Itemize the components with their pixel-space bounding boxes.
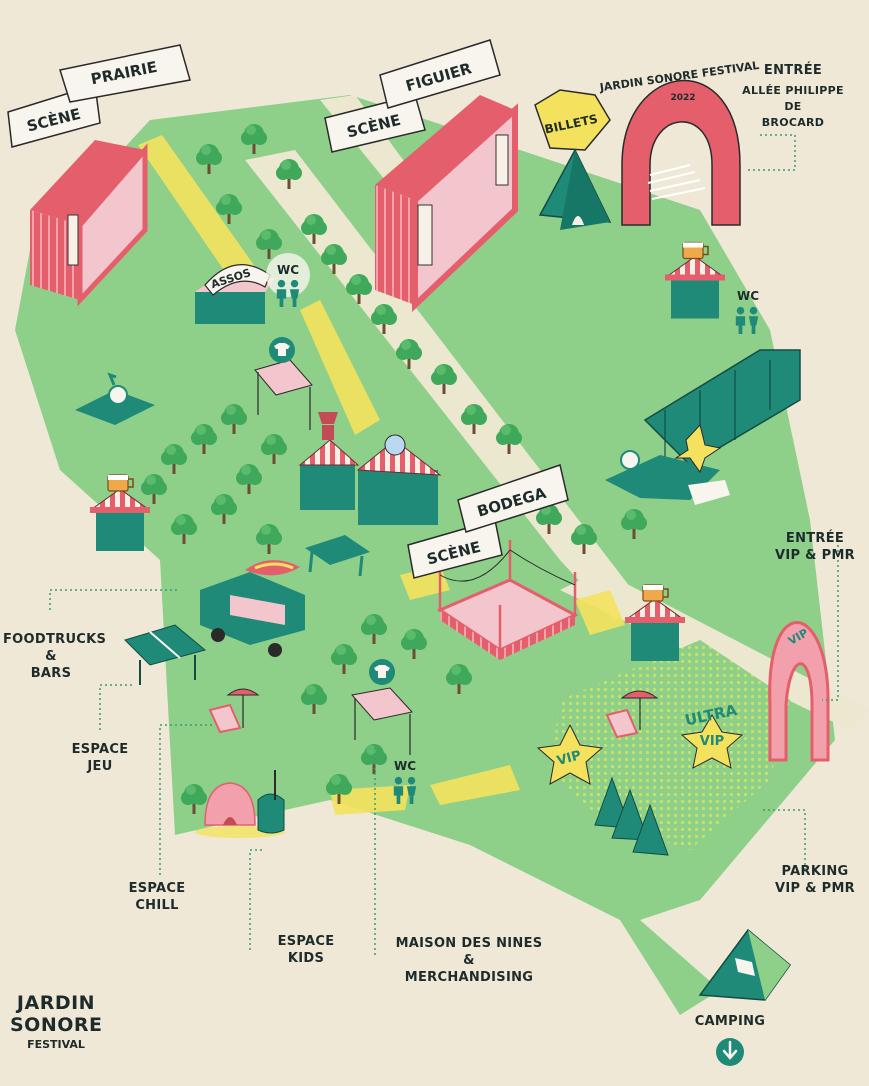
entrance-arch[interactable]: JARDIN SONORE FESTIVAL 2022	[598, 59, 760, 226]
label-foodtrucks: FOODTRUCKS & BARS	[3, 631, 107, 682]
label-entree-line3: BROCARD	[761, 116, 825, 129]
label-espace-kids-1: ESPACE	[277, 934, 335, 949]
label-entree-title: ENTRÉE	[763, 63, 823, 78]
label-entree-vip-2: VIP & PMR	[775, 548, 855, 563]
bodega-tents[interactable]	[298, 412, 442, 525]
banner-bodega: SCÈNE BODEGA	[407, 464, 569, 579]
label-espace-kids-2: KIDS	[287, 951, 325, 966]
vip-tents	[594, 776, 669, 856]
label-espace-jeu-2: JEU	[87, 759, 113, 774]
label-espace-chill-2: CHILL	[135, 898, 179, 913]
brand-line2: SONORE	[10, 1014, 103, 1036]
wc-1[interactable]: WC	[266, 253, 310, 307]
stage-bodega[interactable]	[436, 540, 579, 660]
brand-line1: JARDIN	[16, 992, 96, 1014]
label-maison-2: &	[463, 953, 475, 968]
label-espace-chill-1: ESPACE	[128, 881, 186, 896]
vip-grandstand[interactable]	[605, 349, 801, 505]
brand-logo: JARDIN SONORE FESTIVAL	[10, 992, 102, 1052]
camping-tent[interactable]	[698, 928, 792, 1001]
chill-mat	[75, 372, 155, 425]
label-camping: CAMPING	[690, 1013, 770, 1030]
label-entree-vip: ENTRÉE VIP & PMR	[765, 530, 865, 564]
deckchair-1	[208, 688, 260, 734]
merch-pergola-2[interactable]	[351, 659, 413, 755]
label-camping-text: CAMPING	[694, 1014, 766, 1029]
label-parking-2: VIP & PMR	[775, 881, 855, 896]
deckchair-2	[605, 690, 659, 739]
tshirt-icon	[374, 665, 390, 678]
billets-booth[interactable]: BILLETS	[534, 89, 612, 230]
brand-line3: FESTIVAL	[27, 1038, 85, 1051]
label-parking: PARKING VIP & PMR	[765, 863, 865, 897]
stage-prairie[interactable]	[30, 140, 148, 307]
label-espace-jeu-1: ESPACE	[71, 742, 129, 757]
label-entree-vip-1: ENTRÉE	[785, 531, 845, 546]
banner-prairie: SCÈNE PRAIRIE	[7, 44, 191, 148]
label-foodtrucks-1: FOODTRUCKS	[3, 632, 107, 647]
label-espace-kids: ESPACE KIDS	[267, 933, 345, 967]
wc-2-label: WC	[737, 289, 759, 303]
label-entree-line1: ALLÉE PHILIPPE	[742, 84, 844, 97]
label-foodtrucks-3: BARS	[30, 666, 72, 681]
ultra-vip-label-2: VIP	[700, 734, 724, 749]
merch-pergola-1[interactable]	[254, 337, 313, 430]
vip-star-label: VIP	[555, 748, 582, 769]
tshirt-icon	[274, 343, 290, 356]
label-entree-line2: DE	[784, 100, 802, 113]
label-maison: MAISON DES NINES & MERCHANDISING	[395, 935, 543, 986]
wc-1-label: WC	[277, 263, 299, 277]
stage-figuier[interactable]	[375, 95, 518, 312]
vip-star: VIP	[536, 723, 604, 785]
arrow-down-circle-icon	[722, 1040, 738, 1060]
wc-3-label: WC	[394, 759, 416, 773]
banner-figuier: SCÈNE FIGUIER	[324, 39, 501, 153]
wc-2[interactable]: WC	[735, 289, 759, 334]
picnic-table	[305, 535, 370, 577]
label-maison-1: MAISON DES NINES	[395, 936, 543, 951]
label-espace-jeu: ESPACE JEU	[62, 741, 138, 775]
ping-pong-table[interactable]	[124, 624, 207, 685]
food-truck[interactable]	[200, 560, 305, 657]
camping-arrow[interactable]	[716, 1038, 744, 1066]
gate-year: 2022	[670, 93, 695, 103]
label-espace-chill: ESPACE CHILL	[118, 880, 196, 914]
label-entree: ENTRÉE ALLÉE PHILIPPE DE BROCARD	[738, 62, 848, 131]
chill-bag	[257, 770, 285, 834]
label-maison-3: MERCHANDISING	[404, 970, 534, 985]
wc-3[interactable]: WC	[393, 759, 416, 804]
label-parking-1: PARKING	[781, 864, 849, 879]
label-foodtrucks-2: &	[45, 649, 57, 664]
vip-arch[interactable]: VIP	[768, 621, 830, 762]
leader-lines	[49, 134, 839, 955]
